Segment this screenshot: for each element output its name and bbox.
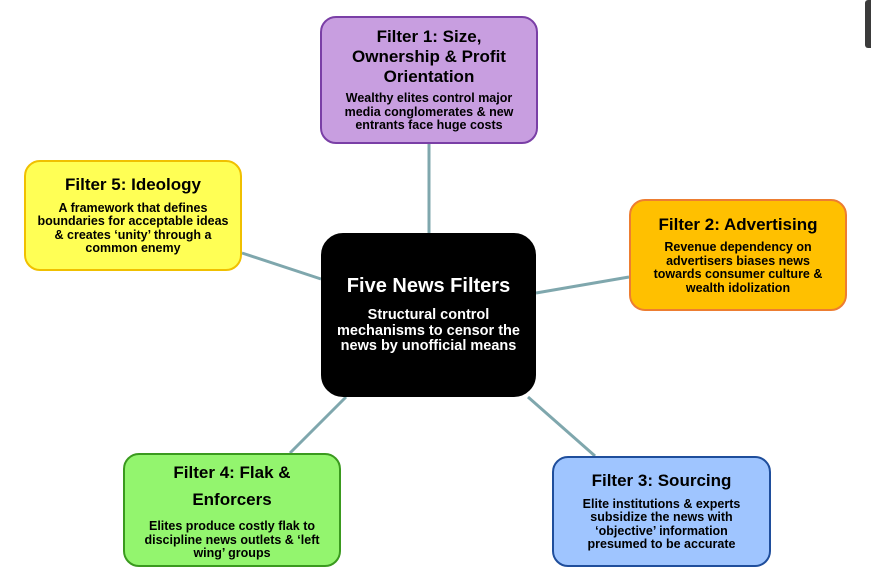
filter-2-box: Filter 2: Advertising Revenue dependency…	[629, 199, 847, 311]
filter-4-description: Elites produce costly flak to discipline…	[144, 519, 320, 561]
filter-3-box: Filter 3: Sourcing Elite institutions & …	[552, 456, 771, 567]
center-box: Five News Filters Structural control mec…	[321, 233, 536, 397]
filter-4-box: Filter 4: Flak & Enforcers Elites produc…	[123, 453, 341, 567]
filter-1-description: Wealthy elites control major media congl…	[344, 91, 514, 133]
filter-1-box: Filter 1: Size, Ownership & Profit Orien…	[320, 16, 538, 144]
filter-2-title: Filter 2: Advertising	[658, 214, 818, 234]
connector-filter-5	[241, 251, 322, 281]
filter-5-title: Filter 5: Ideology	[64, 175, 202, 195]
filter-5-box: Filter 5: Ideology A framework that defi…	[24, 160, 242, 271]
filter-2-description: Revenue dependency on advertisers biases…	[653, 240, 823, 295]
filter-3-description: Elite institutions & experts subsidize t…	[582, 496, 741, 552]
connector-filter-2	[535, 275, 630, 295]
connector-filter-3	[527, 395, 596, 458]
connector-filter-4	[288, 395, 348, 455]
center-title: Five News Filters	[346, 274, 511, 297]
filter-4-title: Filter 4: Flak & Enforcers	[173, 463, 291, 510]
filter-5-description: A framework that defines boundaries for …	[37, 200, 229, 256]
filter-3-title: Filter 3: Sourcing	[591, 471, 732, 491]
filter-1-title: Filter 1: Size, Ownership & Profit Orien…	[352, 27, 506, 86]
corner-tab	[865, 0, 871, 48]
center-description: Structural control mechanisms to censor …	[337, 306, 520, 355]
